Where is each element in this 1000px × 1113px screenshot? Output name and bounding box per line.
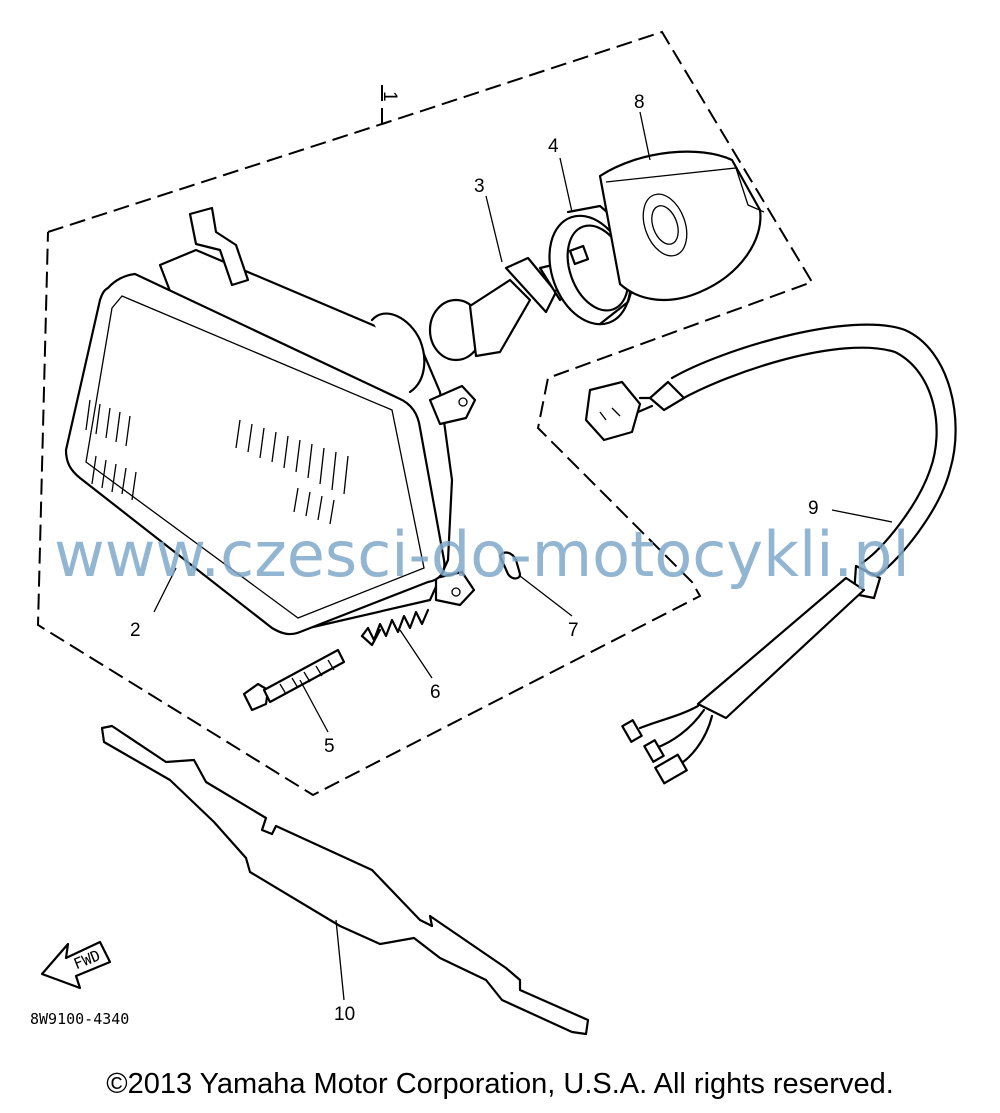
dust-cover — [598, 150, 765, 302]
bracket-bar — [100, 724, 590, 1036]
callout-10: 10 — [334, 1004, 355, 1025]
callout-2: 2 — [130, 620, 141, 641]
headlight-assembly — [64, 206, 477, 636]
callout-9: 9 — [808, 498, 819, 519]
assembly-outline-1 — [36, 30, 814, 797]
diagram-code: 8W9100-4340 — [30, 1010, 129, 1028]
spring — [360, 608, 430, 647]
leader-lines — [153, 111, 893, 1001]
callout-8: 8 — [634, 92, 645, 113]
callouts: 3 4 8 2 5 6 7 9 10 1 — [130, 91, 819, 1025]
copyright-text: ©2013 Yamaha Motor Corporation, U.S.A. A… — [106, 1068, 894, 1100]
callout-1: 1 — [379, 91, 400, 102]
callout-3: 3 — [474, 176, 485, 197]
callout-6: 6 — [430, 682, 441, 703]
callout-5: 5 — [324, 736, 335, 757]
clip — [498, 551, 522, 580]
callout-4: 4 — [548, 136, 559, 157]
adjusting-screw — [242, 648, 346, 712]
wire-harness — [584, 323, 957, 785]
lens-texture — [85, 399, 349, 525]
watermark: www.czesci-do-motocykli.pl — [54, 518, 910, 591]
callout-7: 7 — [568, 620, 579, 641]
fwd-arrow: FWD — [40, 940, 112, 990]
